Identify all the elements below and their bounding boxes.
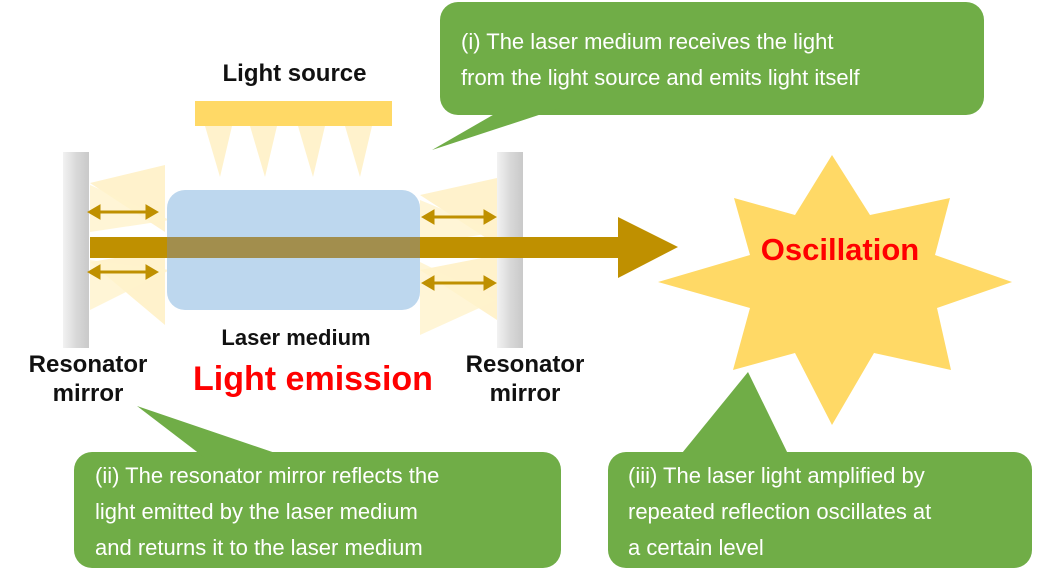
callout-step3 [608,372,1032,568]
callout-step2-text: (ii) The resonator mirror reflects the l… [95,458,439,566]
callout-step2-line2: light emitted by the laser medium [95,499,418,524]
resonator-left-line2: mirror [52,380,124,407]
callout-step1 [432,2,984,150]
oscillation-label: Oscillation [760,232,920,267]
callout-step2-line1: (ii) The resonator mirror reflects the [95,463,440,488]
light-emission-label: Light emission [193,360,433,398]
callout-step1-line1: (i) The laser medium receives the light [461,29,834,54]
resonator-mirror-right-label: Resonator mirror [445,350,605,408]
resonator-mirror-left-label: Resonator mirror [8,350,168,408]
resonator-mirror-left [63,152,89,348]
reflection-cones-right [420,178,497,335]
laser-beam-arrow [90,217,678,278]
oscillation-burst [658,155,1012,425]
callout-step3-line1: (iii) The laser light amplified by [628,463,925,488]
resonator-right-line2: mirror [489,380,561,407]
callout-step3-line3: a certain level [628,535,764,560]
laser-medium-label: Laser medium [221,325,371,350]
light-source [195,101,392,177]
light-source-label: Light source [222,60,367,87]
resonator-left-line1: Resonator [28,351,148,378]
callout-step3-text: (iii) The laser light amplified by repea… [628,458,931,566]
callout-step1-line2: from the light source and emits light it… [461,65,860,90]
double-arrow-icon [87,204,497,291]
callout-step2-line3: and returns it to the laser medium [95,535,423,560]
callout-step1-text: (i) The laser medium receives the light … [461,24,860,96]
resonator-right-line1: Resonator [465,351,585,378]
callout-step3-line2: repeated reflection oscillates at [628,499,932,524]
callout-step2 [74,406,561,568]
